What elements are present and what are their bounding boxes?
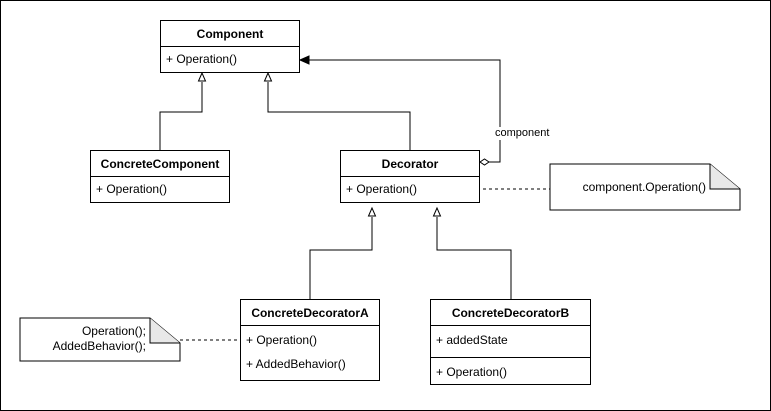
generalization-arrowhead-icon	[432, 206, 442, 217]
aggregation-label: component	[495, 127, 550, 140]
operations-section: + Operation()	[431, 357, 590, 384]
class-decorator[interactable]: Decorator + Operation()	[340, 150, 480, 203]
operations-section: + Operation()	[341, 177, 479, 201]
generalization-arrowhead-icon	[367, 206, 377, 217]
generalization-decorator-to-component	[267, 82, 411, 150]
class-name: ConcreteComponent	[91, 151, 229, 177]
generalization-concretecomponent-to-component	[159, 82, 203, 150]
generalization-concretedecoratora-to-decorator	[309, 217, 373, 299]
class-name: Decorator	[341, 151, 479, 177]
note-line: Operation();	[81, 324, 146, 338]
class-component[interactable]: Component + Operation()	[160, 20, 300, 73]
operation: + Operation()	[346, 182, 418, 196]
generalization-arrowhead-icon	[197, 71, 207, 82]
class-name: ConcreteDecoratorB	[431, 300, 590, 326]
class-name: Component	[161, 21, 299, 47]
note-concretedecoratora-shape	[19, 317, 181, 362]
note-decorator-text[interactable]: component.Operation()	[560, 180, 706, 195]
operation: + Operation()	[96, 182, 168, 196]
class-concrete-component[interactable]: ConcreteComponent + Operation()	[90, 150, 230, 203]
class-concrete-decorator-b[interactable]: ConcreteDecoratorB + addedState + Operat…	[430, 299, 591, 385]
operations-section: + Operation() + AddedBehavior()	[241, 326, 379, 376]
class-name: ConcreteDecoratorA	[241, 300, 379, 326]
note-line: AddedBehavior();	[52, 339, 146, 353]
generalization-arrowhead-icon	[263, 71, 273, 82]
operation: + Operation()	[436, 365, 508, 379]
note-concretedecoratora-text[interactable]: Operation(); AddedBehavior();	[26, 324, 146, 354]
operations-section: + Operation()	[91, 177, 229, 201]
class-concrete-decorator-a[interactable]: ConcreteDecoratorA + Operation() + Added…	[240, 299, 380, 381]
navigable-arrowhead-icon	[298, 55, 310, 65]
aggregation-diamond-icon	[479, 158, 490, 166]
operation: + Operation()	[246, 333, 318, 347]
operations-section: + Operation()	[161, 47, 299, 71]
aggregation-decorator-to-component	[307, 59, 501, 163]
attribute: + addedState	[436, 333, 508, 347]
note-line: component.Operation()	[582, 180, 706, 194]
note-decorator-shape	[549, 163, 741, 211]
operation: + Operation()	[166, 52, 238, 66]
operation: + AddedBehavior()	[246, 357, 346, 371]
attributes-section: + addedState	[431, 326, 590, 357]
generalization-concretedecoratorb-to-decorator	[436, 217, 512, 299]
